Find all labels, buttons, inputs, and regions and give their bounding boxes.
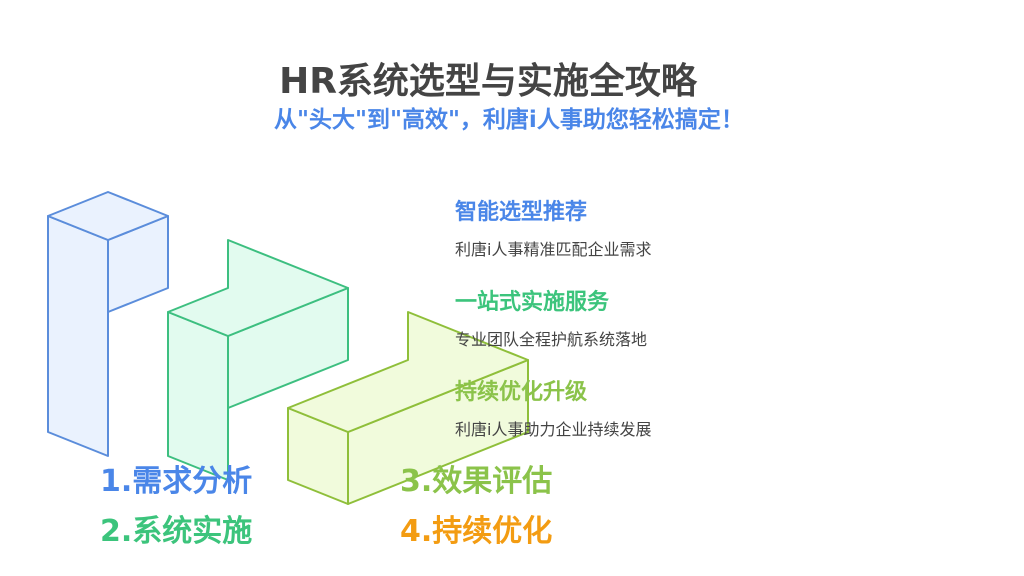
page-subtitle: 从"头大"到"高效"，利唐i人事助您轻松搞定！ [274, 107, 744, 133]
block-green [167, 239, 349, 481]
feature-desc-3: 利唐i人事助力企业持续发展 [455, 420, 652, 439]
feature-heading-1: 智能选型推荐 [455, 200, 588, 225]
block-blue [47, 191, 169, 457]
step-2: 2.系统实施 [100, 514, 253, 549]
feature-desc-2: 专业团队全程护航系统落地 [455, 330, 648, 349]
page-title: HR系统选型与实施全攻略 [279, 61, 697, 102]
feature-heading-3: 持续优化升级 [455, 380, 588, 405]
feature-heading-2: 一站式实施服务 [455, 290, 610, 315]
step-4: 4.持续优化 [400, 514, 553, 549]
step-3: 3.效果评估 [400, 464, 553, 499]
step-1: 1.需求分析 [100, 464, 253, 499]
feature-desc-1: 利唐i人事精准匹配企业需求 [455, 240, 652, 259]
block-olive [287, 311, 529, 505]
